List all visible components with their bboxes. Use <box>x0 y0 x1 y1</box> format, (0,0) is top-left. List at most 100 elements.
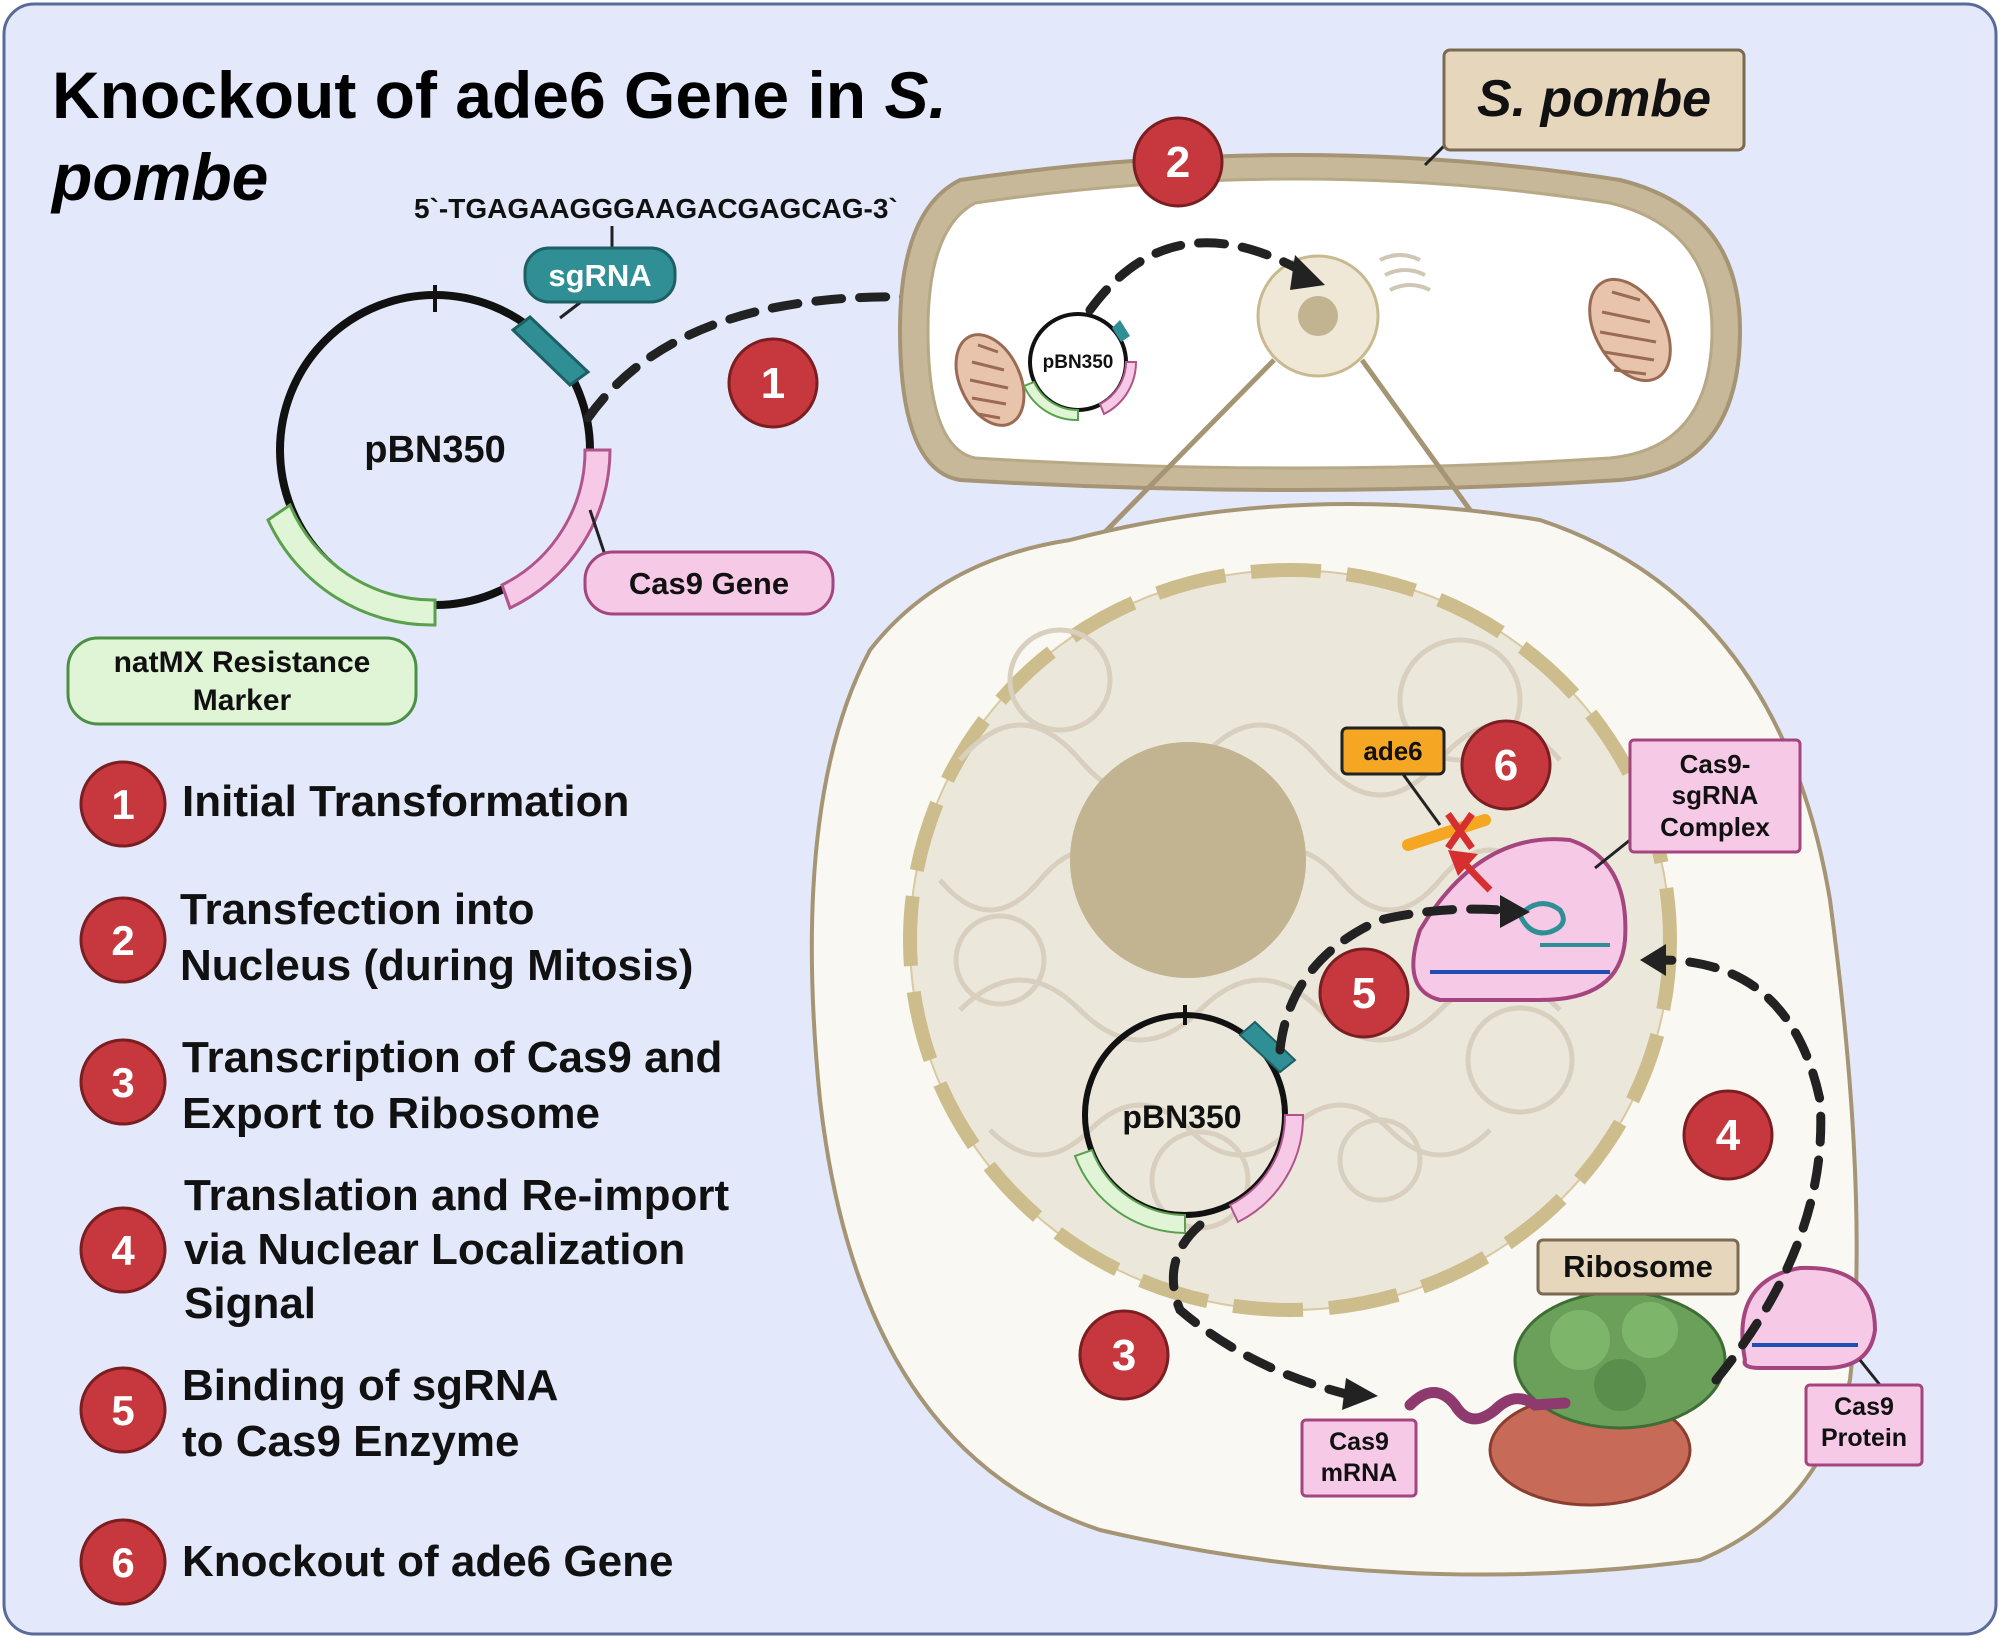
svg-text:5: 5 <box>1352 969 1376 1018</box>
page-title: Knockout of ade6 Gene in S. <box>52 58 947 132</box>
sgrna-label: sgRNA <box>548 258 651 293</box>
legend-step-5-line1: Binding of sgRNA <box>182 1361 558 1410</box>
protein-leader <box>1858 1359 1882 1386</box>
svg-text:4: 4 <box>1716 1111 1741 1160</box>
ade6-leader <box>1398 769 1442 826</box>
title-italic-1: S. <box>884 58 946 132</box>
mitochondrion-left <box>954 333 1026 427</box>
nuclear-envelope <box>903 563 1677 1317</box>
nuclear-sgrna-segment <box>1238 1020 1297 1074</box>
legend-badge-2 <box>79 896 167 984</box>
legend-badge-6 <box>79 1518 167 1606</box>
arrow-step-3 <box>1168 1220 1355 1400</box>
cas9-label-box <box>583 550 835 616</box>
badge-5: 5 <box>1318 947 1410 1039</box>
complex-sgrna-loop <box>1517 901 1566 936</box>
protein-label-box <box>1804 1383 1924 1467</box>
protein-label-line2: Protein <box>1821 1424 1907 1452</box>
legend-step-4-line2: via Nuclear Localization <box>184 1225 685 1274</box>
cas9-gene-segment <box>500 448 612 611</box>
legend-step-4-line3: Signal <box>184 1279 316 1328</box>
svg-text:1: 1 <box>111 781 134 828</box>
arrow-step-5 <box>1275 904 1505 1055</box>
plasmid-name: pBN350 <box>364 429 506 471</box>
svg-text:3: 3 <box>1112 1331 1136 1380</box>
badge-1: 1 <box>727 337 819 429</box>
natmx-segment <box>266 502 437 627</box>
legend-step-6: 6 Knockout of ade6 Gene <box>79 1518 673 1606</box>
mrna-label-line2: mRNA <box>1321 1459 1397 1487</box>
small-plasmid-sgrna <box>1112 320 1130 342</box>
svg-text:6: 6 <box>1494 741 1518 790</box>
legend-badge-1 <box>79 760 167 848</box>
legend-step-2: 2 Transfection into Nucleus (during Mito… <box>79 885 693 990</box>
legend-badge-3 <box>79 1038 167 1126</box>
cas9-mrna <box>1404 1387 1571 1425</box>
svg-text:2: 2 <box>1166 138 1190 187</box>
badge-3: 3 <box>1078 1309 1170 1401</box>
legend-step-3: 3 Transcription of Cas9 and Export to Ri… <box>79 1033 722 1138</box>
spombe-cell: pBN350 <box>897 153 1743 492</box>
small-plasmid-cas9 <box>1098 361 1138 416</box>
legend-step-5: 5 Binding of sgRNA to Cas9 Enzyme <box>79 1361 558 1466</box>
legend-step-5-line2: to Cas9 Enzyme <box>182 1417 519 1466</box>
svg-text:4: 4 <box>111 1227 135 1274</box>
nuclear-cas9-segment <box>1228 1114 1305 1224</box>
spombe-leader <box>1423 143 1447 167</box>
cas9-gene-label: Cas9 Gene <box>629 566 789 601</box>
legend-badge-4 <box>79 1206 167 1294</box>
svg-text:3: 3 <box>111 1059 134 1106</box>
legend-step-4: 4 Translation and Re-import via Nuclear … <box>79 1171 730 1328</box>
cas9-leader <box>588 509 607 556</box>
spombe-label: S. pombe <box>1477 70 1711 128</box>
legend-badge-5 <box>79 1366 167 1454</box>
legend-step-2-line1: Transfection into <box>180 885 534 934</box>
mrna-label-line1: Cas9 <box>1329 1428 1389 1456</box>
title-main: Knockout of ade6 Gene in <box>52 58 884 132</box>
complex-label-line3: Complex <box>1660 812 1770 842</box>
step-legend: 1 Initial Transformation 2 Transfection … <box>79 760 730 1606</box>
arrow-step-2 <box>1085 238 1305 315</box>
arrow-head-3 <box>1342 1378 1378 1410</box>
title-italic-2: pombe <box>50 140 268 214</box>
badge-6: 6 <box>1460 719 1552 811</box>
nuclear-plasmid: pBN350 <box>1073 1005 1305 1235</box>
complex-label-box <box>1628 738 1802 854</box>
ade6-label-box <box>1340 726 1446 776</box>
badge-4: 4 <box>1682 1089 1774 1181</box>
legend-step-3-line1: Transcription of Cas9 and <box>182 1033 722 1082</box>
svg-text:6: 6 <box>111 1539 134 1586</box>
cas9-sgrna-complex <box>1411 837 1628 1002</box>
small-nucleolus <box>1298 296 1338 336</box>
plasmid-diagram: pBN350 sgRNA Cas9 Gene natMX Resistance … <box>66 246 835 726</box>
golgi-icon <box>1379 253 1431 292</box>
ade6-gene <box>1402 814 1491 851</box>
legend-step-3-line2: Export to Ribosome <box>182 1089 600 1138</box>
cut-arrow-head <box>1448 850 1478 876</box>
legend-step-2-line2: Nucleus (during Mitosis) <box>180 941 693 990</box>
sgrna-segment <box>510 315 591 387</box>
badge-2: 2 <box>1132 116 1224 208</box>
cut-mark-icon <box>1445 811 1475 851</box>
complex-leader <box>1594 838 1631 870</box>
arrow-step-4 <box>1655 955 1826 1385</box>
svg-text:5: 5 <box>111 1387 134 1434</box>
ribosome-label: Ribosome <box>1563 1249 1713 1284</box>
ade6-label: ade6 <box>1363 736 1422 766</box>
small-plasmid-name: pBN350 <box>1043 352 1114 373</box>
legend-step-6-line1: Knockout of ade6 Gene <box>182 1537 673 1586</box>
legend-step-1: 1 Initial Transformation <box>79 760 629 848</box>
spombe-label-box <box>1442 48 1746 152</box>
protein-label-line1: Cas9 <box>1834 1393 1894 1421</box>
natmx-label-line1: natMX Resistance <box>114 646 371 679</box>
legend-step-1-line1: Initial Transformation <box>182 777 629 826</box>
legend-step-4-line1: Translation and Re-import <box>184 1171 730 1220</box>
arrow-head-2 <box>1290 255 1325 290</box>
svg-text:2: 2 <box>111 917 134 964</box>
arrow-head-5 <box>1500 895 1530 928</box>
natmx-label-box <box>66 636 418 726</box>
arrow-head-4 <box>1640 944 1666 976</box>
sgrna-label-box <box>523 246 677 304</box>
